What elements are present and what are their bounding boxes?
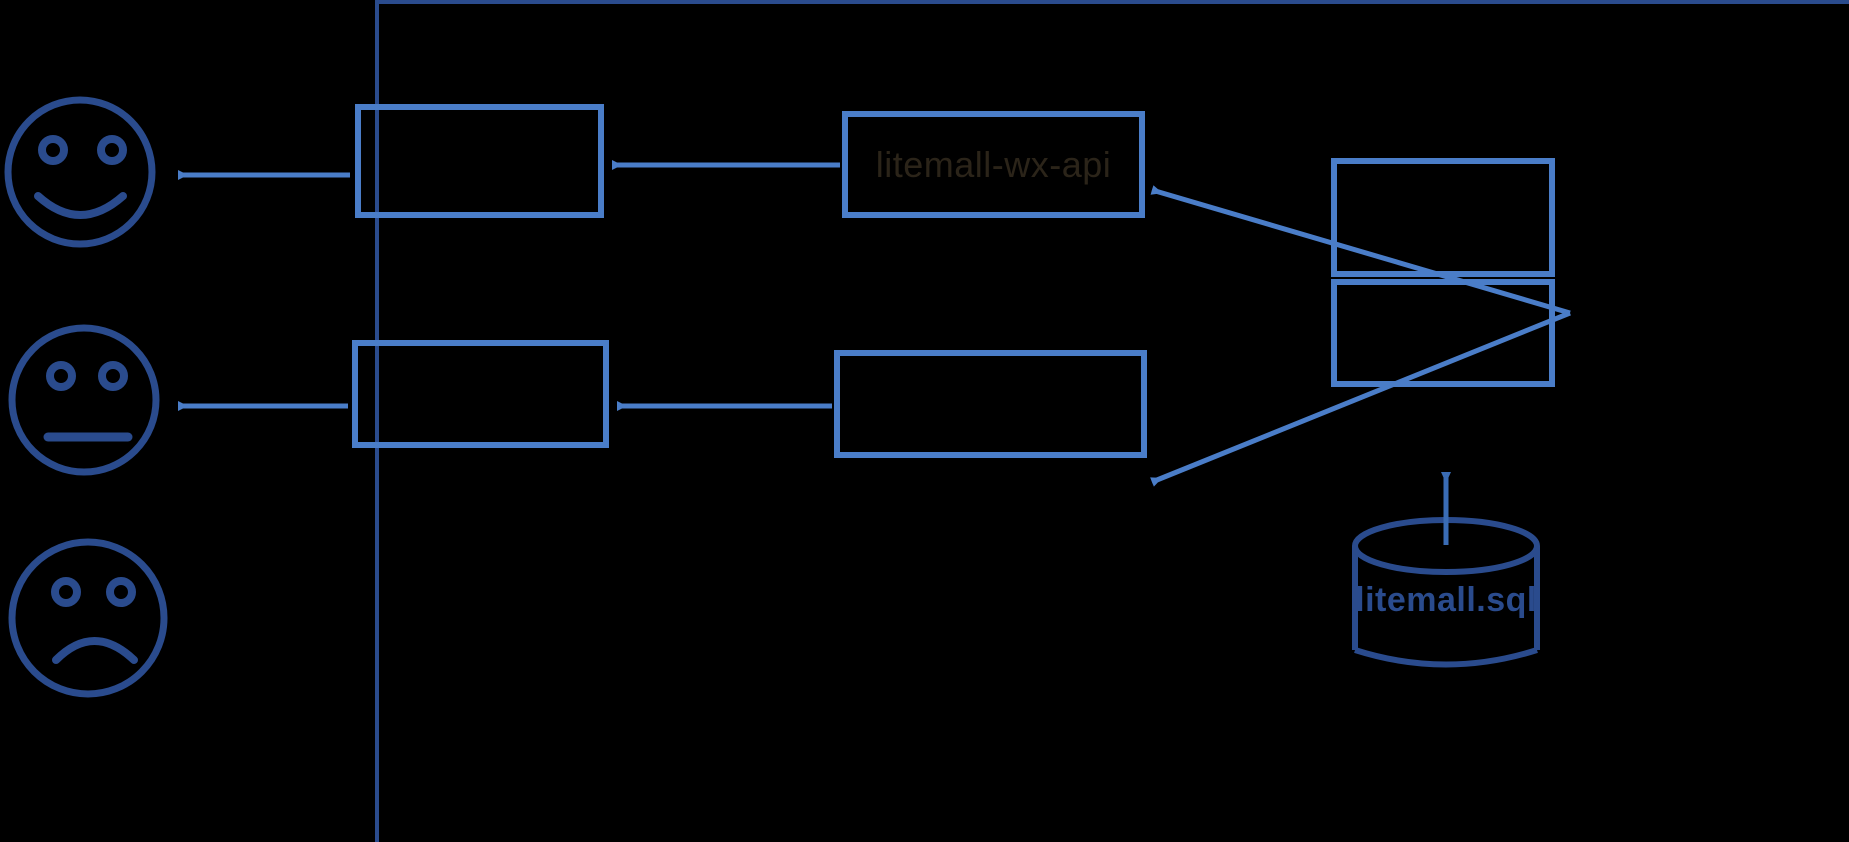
edge-service-to-wxapi	[1150, 185, 1571, 316]
node-client-top[interactable]	[355, 104, 604, 218]
node-client-bottom[interactable]	[352, 340, 609, 448]
node-api-bottom[interactable]	[834, 350, 1147, 458]
node-wx-api[interactable]	[842, 111, 1145, 218]
happy-face-icon	[4, 96, 156, 248]
system-boundary-border	[375, 0, 1849, 842]
edge-service-to-apibottom	[1150, 310, 1571, 487]
node-service-top[interactable]	[1331, 158, 1555, 277]
sad-face-icon	[8, 538, 168, 698]
node-service-bottom[interactable]	[1331, 279, 1555, 387]
neutral-face-icon	[8, 324, 160, 476]
system-boundary	[375, 0, 1849, 842]
